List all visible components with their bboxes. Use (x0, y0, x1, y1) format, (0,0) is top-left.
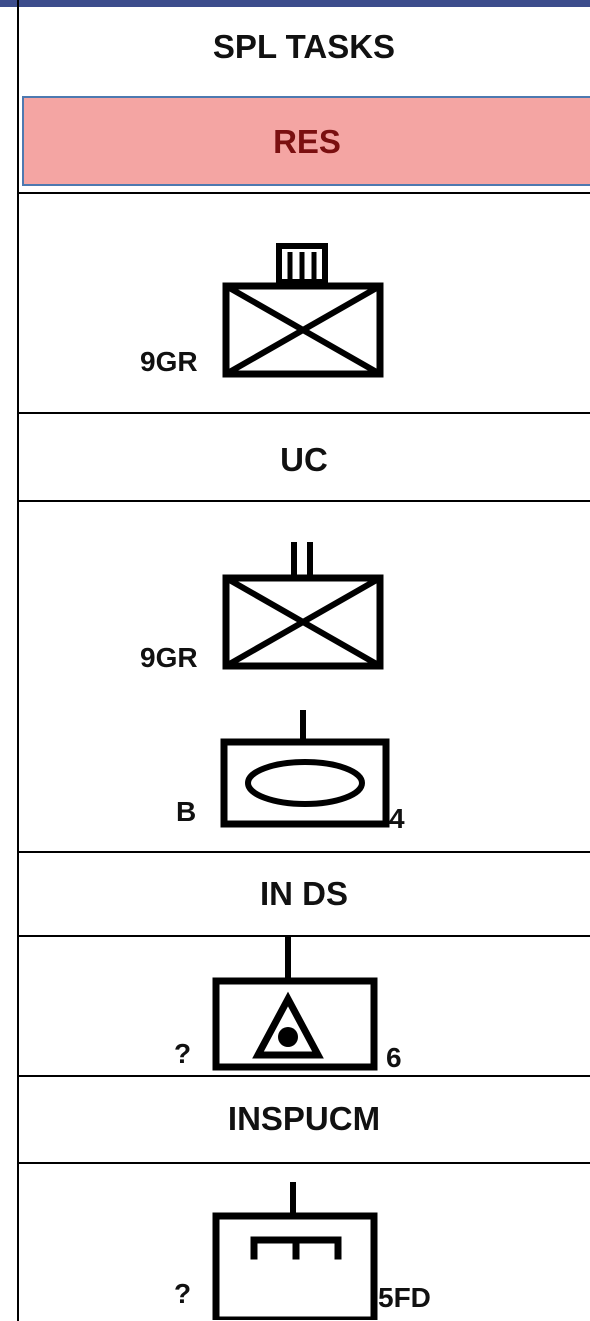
uc-unit-left-tag: 9GR (140, 642, 198, 673)
row-divider (18, 935, 590, 937)
sensor-right-tag: 6 (386, 1042, 402, 1073)
spl-tasks-title: SPL TASKS (212, 28, 396, 65)
tracked-left-tag: B (176, 796, 197, 827)
cross-line-icon (224, 575, 382, 669)
sensor-unit-symbol (212, 937, 378, 1071)
res-banner: RES (22, 96, 590, 186)
inspucm-label: INSPUCM (227, 1100, 381, 1137)
unit-frame-icon (222, 574, 384, 670)
row-divider (18, 412, 590, 414)
infantry-unit-symbol (222, 542, 384, 670)
unit-frame-icon (212, 1212, 378, 1320)
unit-frame-icon (220, 738, 390, 828)
triangle-icon (252, 991, 324, 1059)
tracked-right-tag: 4 (389, 803, 405, 834)
unit-frame-icon (222, 282, 384, 378)
row-divider (18, 851, 590, 853)
res-unit-left-tag: 9GR (140, 346, 198, 377)
top-accent-bar (0, 0, 590, 7)
track-oval-icon (245, 759, 365, 807)
engineer-mark-icon (250, 1236, 342, 1260)
res-label: RES (273, 123, 341, 160)
row-divider (18, 500, 590, 502)
left-border-line (17, 0, 19, 1321)
unit-frame-icon (212, 977, 378, 1071)
dot-icon (278, 1027, 298, 1047)
in-ds-label: IN DS (259, 875, 348, 912)
fd-left-tag: ? (174, 1278, 192, 1309)
cross-line-icon (224, 283, 382, 377)
row-divider (18, 1075, 590, 1077)
engineer-unit-symbol (212, 1182, 378, 1320)
fd-right-tag: 5FD (378, 1282, 431, 1313)
infantry-unit-symbol (222, 243, 384, 378)
row-divider (18, 1162, 590, 1164)
sensor-left-tag: ? (174, 1038, 192, 1069)
armour-unit-symbol (220, 710, 390, 828)
row-divider (18, 192, 590, 194)
uc-label: UC (280, 441, 328, 478)
